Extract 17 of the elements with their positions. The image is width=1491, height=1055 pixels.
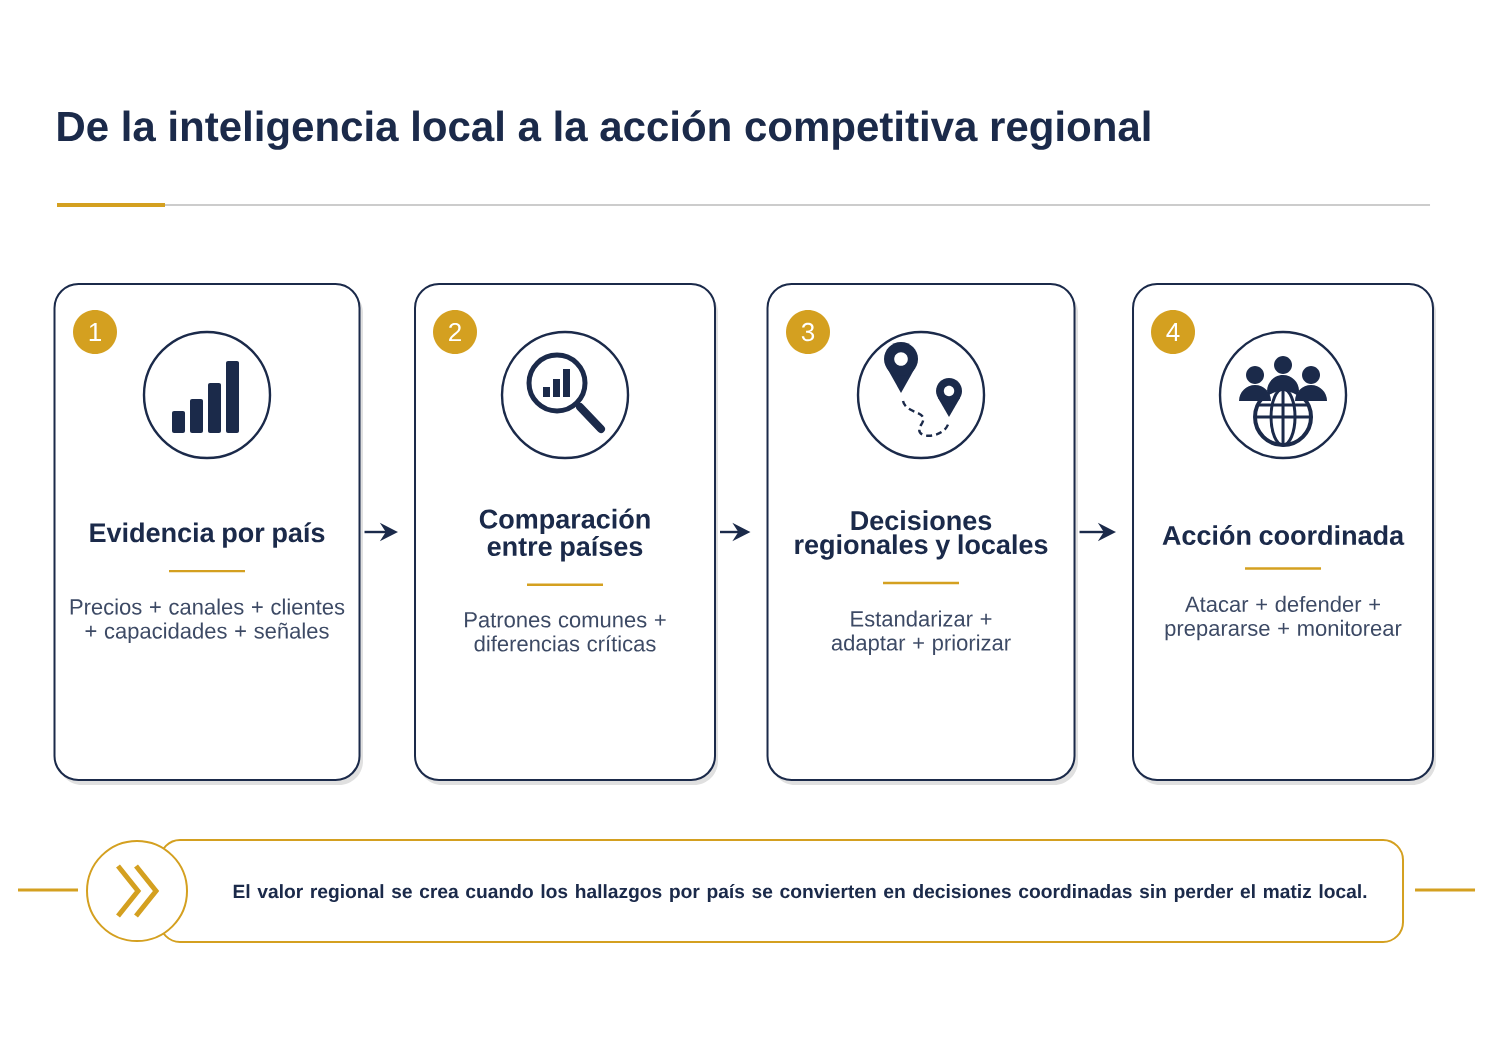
- card-text: Atacar + defender + prepararse + monitorear: [1165, 595, 1402, 641]
- card-text: Patrones comunes + diferencias críticas: [465, 612, 666, 652]
- card-heading: Acción coordinada: [1162, 525, 1405, 546]
- card-text: Precios + canales + clientes + capacidades + señales: [70, 598, 345, 643]
- card-heading: Evidencia por país: [90, 522, 325, 548]
- step-card: [53, 283, 363, 785]
- step-card: [414, 283, 718, 785]
- card-heading: Comparación entre países: [479, 508, 650, 562]
- number-badge: 3: [786, 310, 830, 354]
- number-badge: 1: [73, 310, 117, 354]
- number-badge: 2: [433, 310, 477, 354]
- step-card: [1132, 283, 1437, 785]
- card-text: Estandarizar + adaptar + priorizar: [831, 610, 1011, 655]
- number-badge: 4: [1151, 310, 1195, 354]
- step-card: [766, 283, 1078, 785]
- card-heading: Decisiones regionales y locales: [795, 510, 1048, 560]
- title: De la inteligencia local a la acción competitiva regional: [58, 110, 1150, 150]
